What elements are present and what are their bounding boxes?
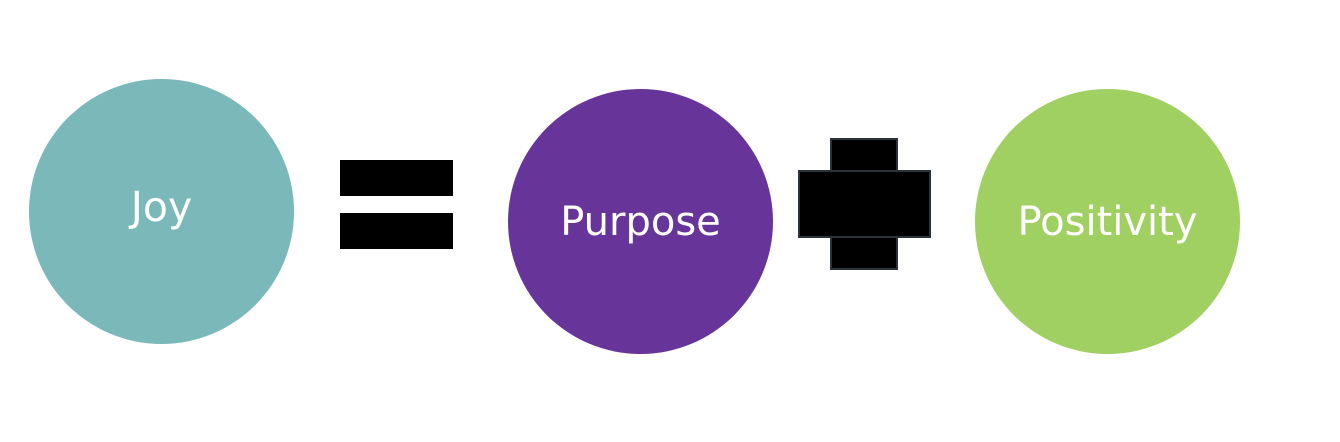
plus-center	[832, 172, 896, 236]
joy-label: Joy	[130, 183, 193, 231]
equals-bottom-bar	[340, 213, 453, 249]
positivity-circle: Positivity	[975, 89, 1240, 354]
equals-top-bar	[340, 160, 453, 196]
positivity-label: Positivity	[1017, 198, 1198, 245]
purpose-circle: Purpose	[508, 89, 773, 354]
purpose-label: Purpose	[560, 198, 721, 245]
joy-circle: Joy	[29, 79, 294, 344]
